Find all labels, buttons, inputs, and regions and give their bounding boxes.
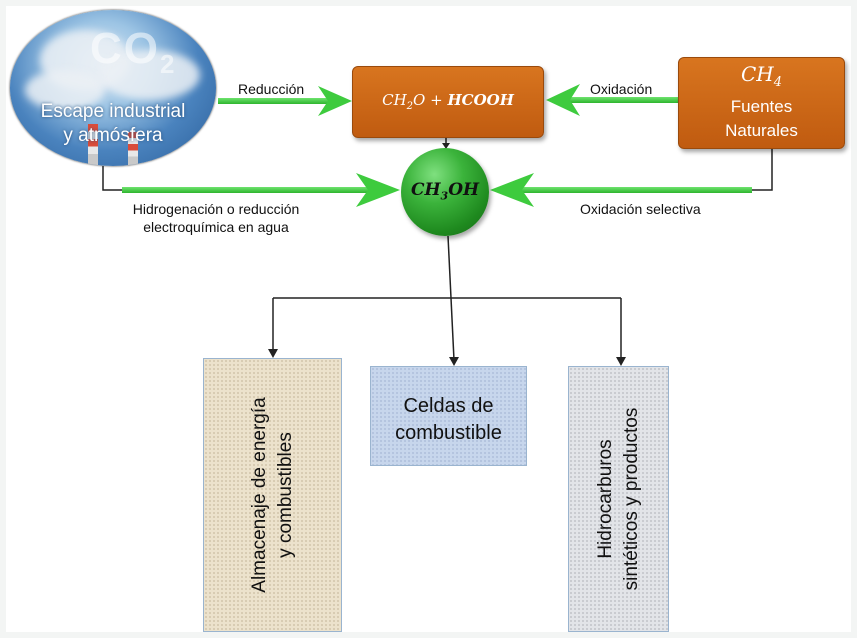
hidrogenacion-label: Hidrogenación o reducción electroquímica…: [132, 201, 300, 235]
co2-label: Escape industrial y atmósfera: [40, 101, 186, 146]
formula-text: CH2O + HCOOH: [382, 91, 514, 112]
reduccion-arrow: [218, 86, 352, 116]
chimney-icon: [88, 124, 98, 166]
ch4-formula: CH4: [740, 62, 783, 90]
formaldehyde-formic-acid-node: CH2O + HCOOH: [352, 66, 544, 138]
output-tree-connector: [268, 235, 626, 366]
energy-storage-label: Almacenaje de energía y combustibles: [248, 397, 296, 593]
ch4-label: Fuentes Naturales: [725, 97, 798, 140]
oxidacion-selectiva-arrow: [490, 173, 752, 207]
co2-source-node: CO2 Escape industrial y atmósfera: [10, 10, 216, 166]
ch4-connector-line: [752, 147, 773, 191]
oxidacion-selectiva-label: Oxidación selectiva: [580, 201, 701, 217]
co2-watermark: CO2: [90, 24, 177, 79]
oxidacion-arrow: [546, 84, 678, 116]
co2-connector-line: [102, 166, 122, 191]
hydrocarbons-label: Hidrocarburos sintéticos y productos: [594, 407, 642, 591]
chimney-icon: [128, 132, 138, 166]
reduccion-label: Reducción: [238, 81, 305, 97]
energy-storage-box: Almacenaje de energía y combustibles: [203, 358, 342, 632]
methanol-node: CH3OH: [401, 148, 489, 236]
methane-source-node: CH4 Fuentes Naturales: [678, 57, 845, 149]
hydrocarbons-box: Hidrocarburos sintéticos y productos: [568, 366, 669, 632]
methanol-formula: CH3OH: [410, 180, 480, 203]
oxidacion-label: Oxidación: [590, 81, 653, 97]
hidrogenacion-arrow: [122, 173, 400, 207]
fuel-cells-box: Celdas de combustible: [370, 366, 527, 466]
fuel-cells-label: Celdas de combustible: [395, 395, 502, 444]
